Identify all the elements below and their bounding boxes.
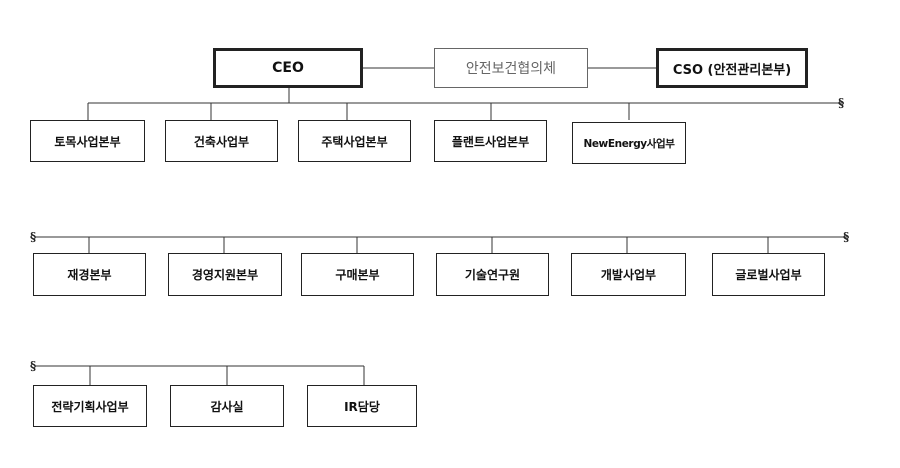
dept-development: 개발사업부	[571, 253, 686, 296]
division-housing: 주택사업본부	[298, 120, 411, 162]
dept-ir: IR담당	[307, 385, 417, 427]
dept-audit: 감사실	[170, 385, 284, 427]
cso-box: CSO (안전관리본부)	[656, 48, 808, 88]
division-architecture: 건축사업부	[165, 120, 278, 162]
dept-global: 글로벌사업부	[712, 253, 825, 296]
dept-management-support: 경영지원본부	[168, 253, 282, 296]
division-plant: 플랜트사업본부	[434, 120, 547, 162]
continuation-mark-right-2: §	[843, 230, 850, 244]
dept-tech-institute: 기술연구원	[436, 253, 549, 296]
dept-finance: 재경본부	[33, 253, 146, 296]
division-civil: 토목사업본부	[30, 120, 145, 162]
continuation-mark-left-3: §	[30, 359, 37, 373]
ceo-box: CEO	[213, 48, 363, 88]
continuation-mark-left-2: §	[30, 230, 37, 244]
division-newenergy: NewEnergy사업부	[572, 122, 686, 164]
safety-council-box: 안전보건협의체	[434, 48, 588, 88]
continuation-mark-right-1: §	[838, 96, 845, 110]
dept-strategic-planning: 전략기획사업부	[33, 385, 147, 427]
dept-purchasing: 구매본부	[301, 253, 414, 296]
